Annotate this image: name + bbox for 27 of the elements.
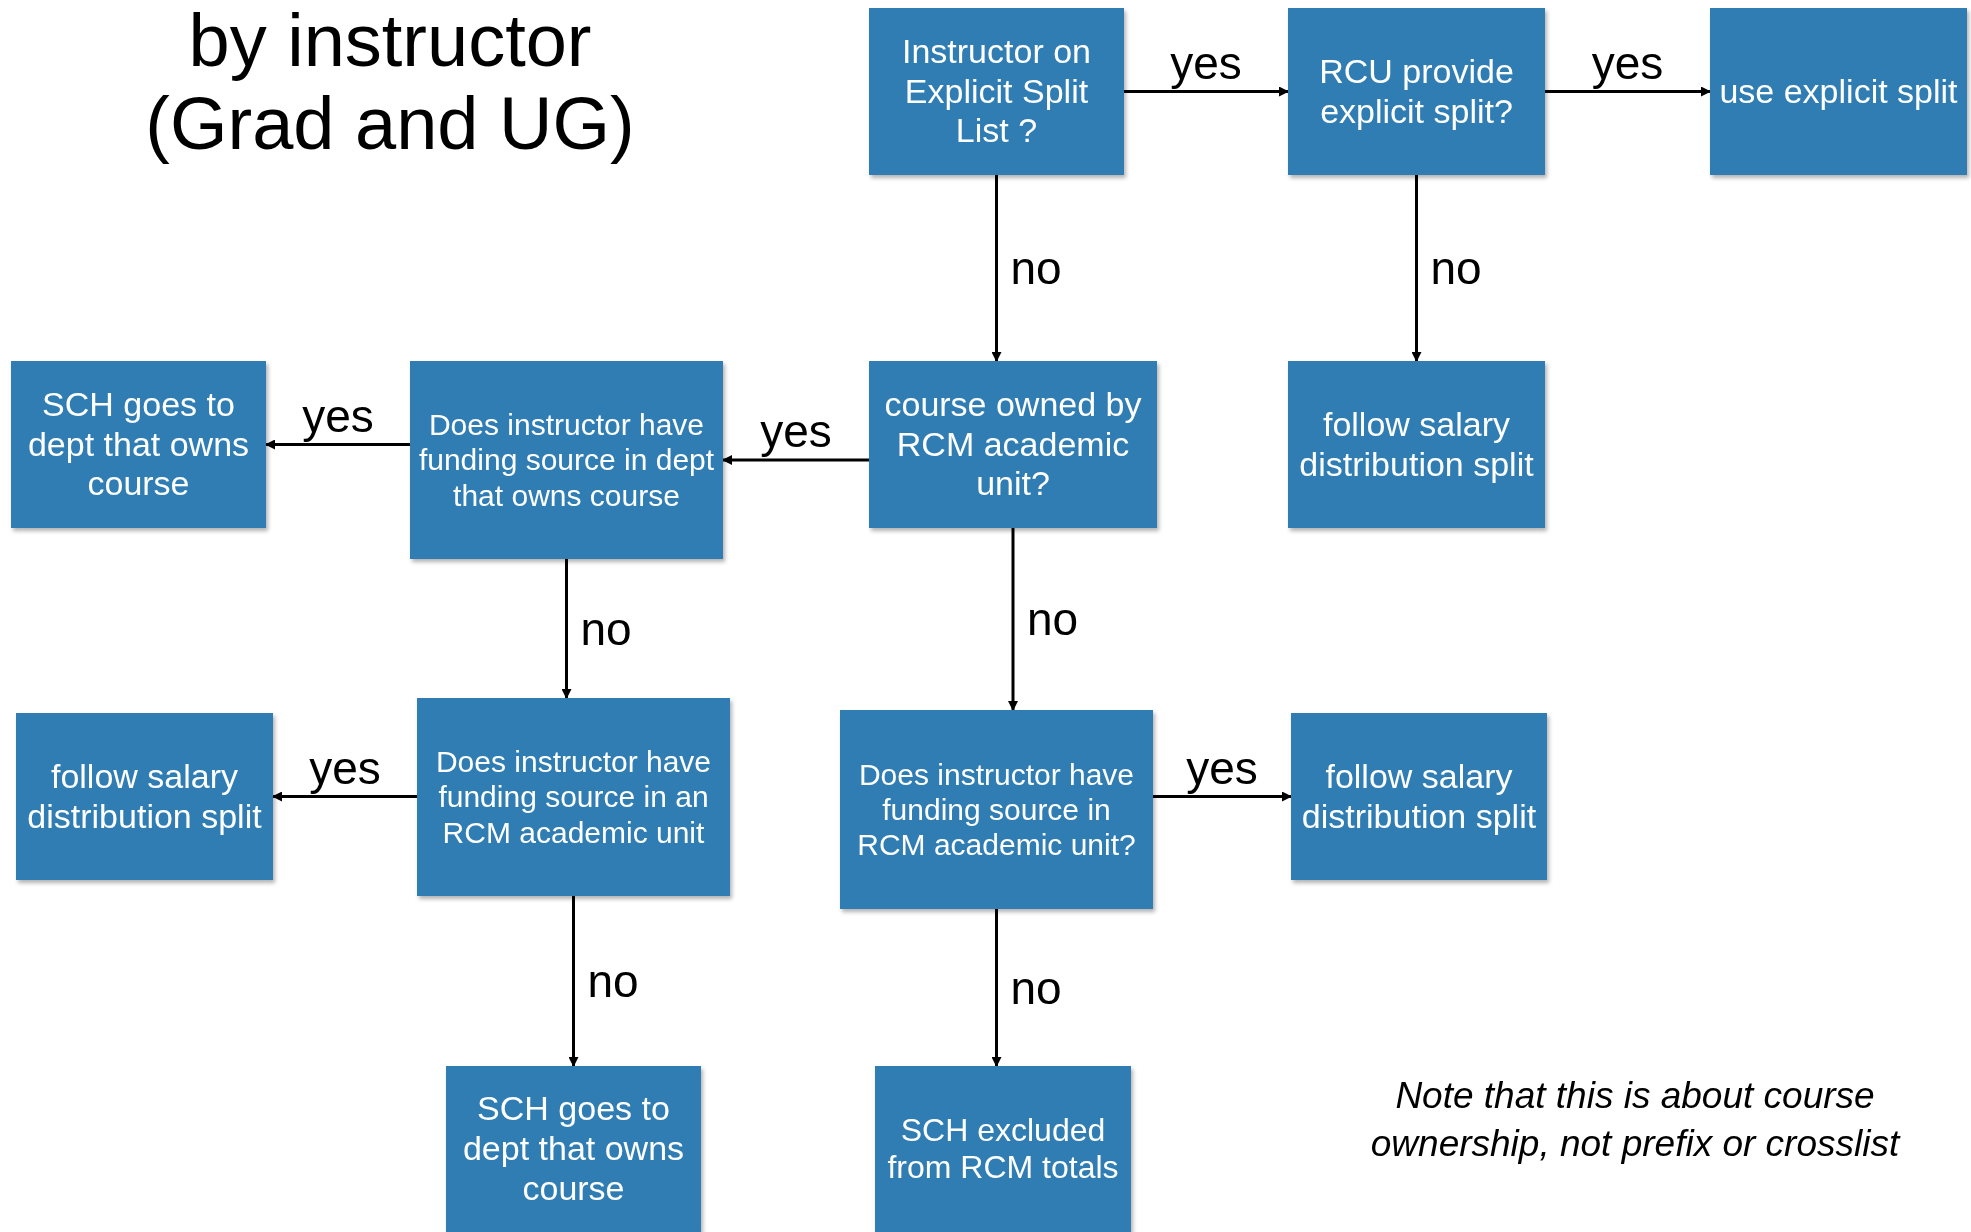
process-box: Instructor on Explicit Split List ? (869, 8, 1124, 175)
process-box: follow salary distribution split (1291, 713, 1547, 880)
process-box: Does instructor have funding source in dept that owns course (410, 361, 723, 559)
process-box: follow salary distribution split (16, 713, 273, 880)
arrow (568, 896, 579, 1067)
process-box: RCU provide explicit split? (1288, 8, 1545, 175)
arrow (722, 455, 869, 465)
diagram-title: by instructor (Grad and UG) (144, 0, 636, 166)
arrow (272, 791, 417, 802)
note-text: Note that this is about course ownership, not prefix or crosslist (1369, 1074, 1902, 1167)
process-box: Does instructor have funding source in RCM academic unit? (840, 710, 1153, 909)
process-box: SCH goes to dept that owns course (11, 361, 266, 528)
arrow (1124, 86, 1289, 97)
arrow (991, 909, 1002, 1067)
arrow (1545, 86, 1711, 97)
process-box: Does instructor have funding source in an RCM academic unit (417, 698, 730, 896)
process-box: SCH goes to dept that owns course (446, 1066, 701, 1232)
arrow (1411, 175, 1422, 362)
process-box: use explicit split (1710, 8, 1967, 175)
process-box: course owned by RCM academic unit? (869, 361, 1157, 528)
arrow (1008, 528, 1018, 711)
process-box: SCH excluded from RCM totals (875, 1066, 1131, 1232)
arrow (991, 175, 1002, 362)
process-box: follow salary distribution split (1288, 361, 1545, 528)
arrow (265, 439, 410, 450)
arrow (561, 559, 572, 699)
arrow (1153, 791, 1292, 802)
